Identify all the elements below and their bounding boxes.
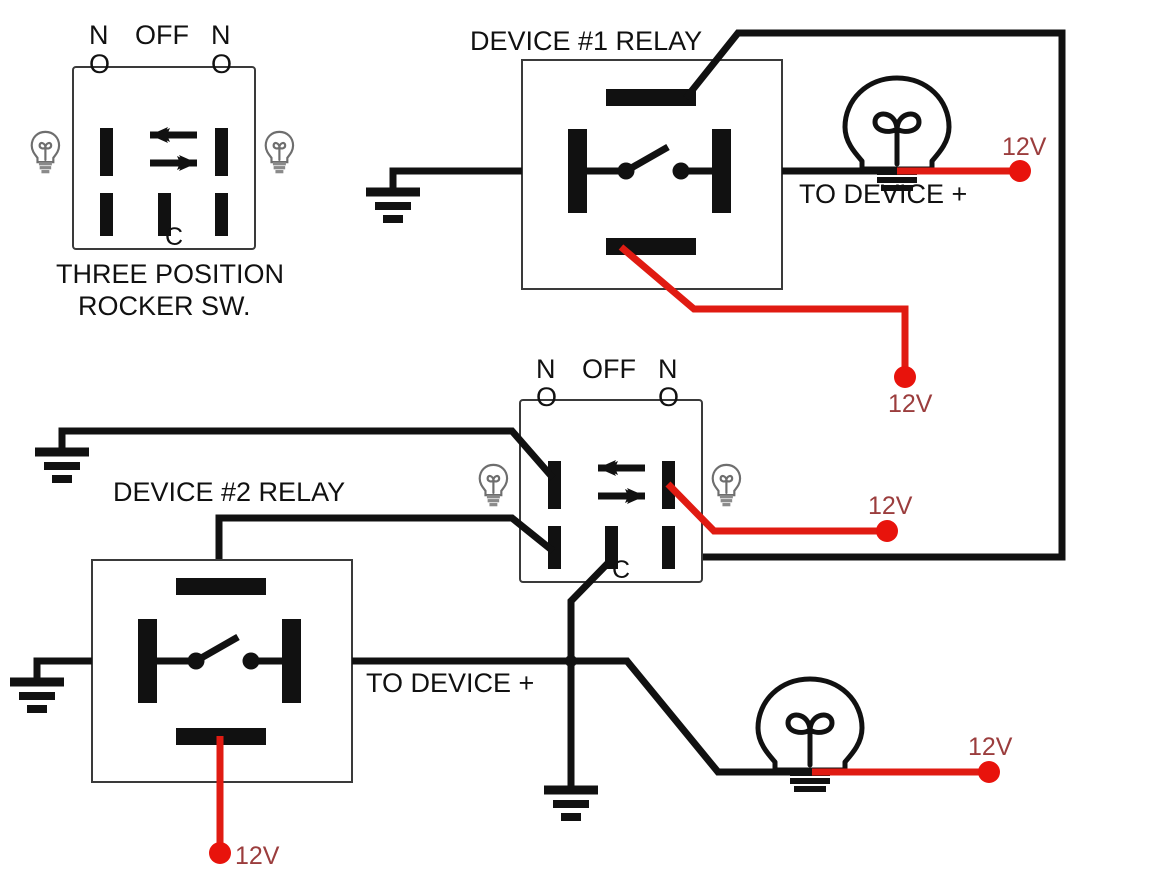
switch-top-terminal-common[interactable] [158,193,171,236]
switch-middle-body[interactable] [519,399,703,583]
relay-1-contact-landing-dot [672,162,690,180]
bulb-icon-small-middle-left [478,463,509,507]
ground-symbol-center-bottom [544,785,598,821]
switch-top-terminal-right-no[interactable] [215,128,228,176]
switch-middle-left-lower-to-relay2-coil-wire [215,514,556,578]
relay-1-coil-terminal-bottom[interactable] [606,238,696,255]
switch-middle-label-left-no-2: O [536,382,557,412]
switch-top-arrow-right-icon [150,155,197,171]
switch-top-caption-line1: THREE POSITION [56,259,284,289]
ground-symbol-upper-left [35,447,89,483]
switch-top-caption-line2: ROCKER SW. [78,291,251,321]
relay-1-contact-bar-right[interactable] [712,129,731,213]
bottom-bulb-12v-label: 12V [968,733,1013,761]
relay-2-contact-pivot-dot [187,652,205,670]
ground-symbol-relay-2 [10,677,64,713]
switch-top-label-left-no-1: N [89,20,109,50]
relay-2-label: DEVICE #2 RELAY [113,477,345,507]
switch-middle-label-off: OFF [582,354,636,384]
switch-middle-label-common: C [612,556,630,584]
switch-middle-common-wire [567,557,614,790]
relay-1-output-label: TO DEVICE + [799,179,967,209]
switch-middle-left-no-ground-wire [58,427,556,481]
relay-1-load-12v-label: 12V [1002,133,1047,161]
relay-2-ground-wire [33,657,92,682]
switch-middle-label-left-no-1: N [536,354,556,384]
relay-2-contact-landing-dot [242,652,260,670]
switch-top-label-common: C [165,223,183,251]
relay-2-contact-bar-right[interactable] [282,619,301,703]
switch-middle-right-no-12v-terminal[interactable] [876,520,898,542]
bulb-icon-small-middle-right [711,463,742,507]
bulb-icon-small-right [264,130,295,174]
switch-middle-label-right-no-1: N [658,354,678,384]
switch-middle-arrow-right-icon [598,488,645,504]
relay-1-coil-top-wire-to-switch [673,29,1066,561]
relay-2-coil-terminal-top[interactable] [176,578,266,595]
switch-middle-label-right-no-2: O [658,382,679,412]
switch-middle-arrow-left-icon [598,460,645,476]
relay-1-coil-12v-terminal[interactable] [894,366,916,388]
relay-1-coil-terminal-top[interactable] [606,89,696,106]
relay-2-coil-12v-label: 12V [235,842,280,870]
switch-middle-terminal-left-lower[interactable] [548,526,561,569]
relay-1-coil-12v-label: 12V [888,390,933,418]
relay-2-group[interactable] [91,559,353,783]
bulb-icon-small-left [30,130,61,174]
relay-2-coil-12v-terminal[interactable] [209,842,231,864]
switch-top-terminal-right-lower[interactable] [215,193,228,236]
switch-top-label-off: OFF [135,20,189,50]
ground-symbol-relay-1 [366,187,420,223]
switch-top-label-right-no-2: O [211,49,232,79]
relay-1-contact-bar-left[interactable] [568,129,587,213]
switch-middle-terminal-left-no[interactable] [548,461,561,509]
switch-top-group[interactable] [72,66,256,250]
bottom-bulb-12v-terminal[interactable] [978,761,1000,783]
relay-1-load-12v-terminal[interactable] [1009,160,1031,182]
switch-top-label-left-no-2: O [89,49,110,79]
switch-middle-group[interactable] [519,399,703,583]
switch-middle-right-no-12v-label: 12V [868,492,913,520]
switch-top-terminal-left-lower[interactable] [100,193,113,236]
relay-1-contact-pivot-dot [617,162,635,180]
relay-2-contact-bar-left[interactable] [138,619,157,703]
switch-top-label-right-no-1: N [211,20,231,50]
relay-1-group[interactable] [521,59,783,290]
switch-top-terminal-left-no[interactable] [100,128,113,176]
switch-top-body[interactable] [72,66,256,250]
switch-middle-terminal-right-lower[interactable] [662,526,675,569]
relay-1-coil-12v-wire [618,244,909,371]
relay-1-ground-wire [389,167,522,192]
relay-1-label: DEVICE #1 RELAY [470,26,702,56]
switch-middle-right-no-12v-wire [665,481,881,535]
bottom-bulb-feed-wire [571,657,802,776]
relay-2-output-label: TO DEVICE + [366,668,534,698]
switch-top-arrow-left-icon [150,127,197,143]
